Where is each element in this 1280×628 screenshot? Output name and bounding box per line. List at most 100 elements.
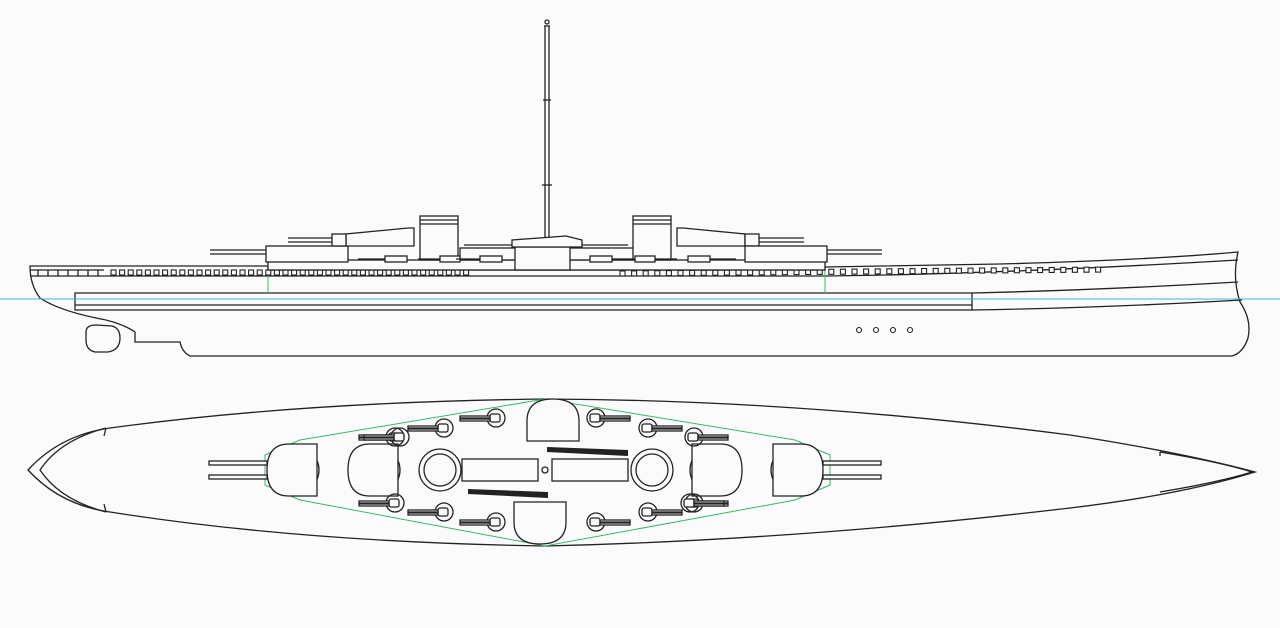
mount-gun [459, 415, 491, 419]
secondary-mount [638, 418, 683, 438]
mount-house [489, 413, 501, 423]
porthole [256, 269, 263, 276]
porthole [897, 268, 904, 275]
main-turret-b [288, 227, 415, 247]
porthole [162, 269, 169, 276]
mount-gun [407, 509, 439, 513]
gun-barrel [822, 474, 882, 480]
porthole [291, 269, 298, 276]
porthole [1083, 266, 1090, 273]
porthole [723, 269, 730, 276]
porthole [136, 269, 143, 276]
porthole [886, 268, 893, 275]
turret-x-plan [689, 443, 743, 497]
mount-gun [407, 425, 439, 429]
porthole [654, 270, 661, 277]
secondary-mounts-plan [358, 408, 729, 532]
top-plan-view [27, 398, 1258, 547]
porthole [351, 269, 358, 276]
turret-a-plan [208, 443, 320, 497]
mount-house [641, 507, 653, 517]
forward-funnel-plan [418, 448, 462, 492]
secondary-mount [586, 408, 631, 428]
secondary-mount [684, 427, 729, 447]
turret-house [691, 443, 743, 497]
porthole [955, 267, 962, 274]
porthole [932, 267, 939, 274]
gun-barrel [208, 460, 268, 466]
porthole [437, 269, 444, 276]
main-turret-x [676, 227, 804, 247]
mount-gun [358, 503, 390, 507]
bridge-house-plan [461, 458, 539, 482]
turret-b-plan [347, 443, 401, 497]
mount-gun [697, 437, 729, 441]
porthole [325, 269, 332, 276]
porthole [463, 269, 470, 276]
porthole [944, 267, 951, 274]
aft-house-plan [551, 458, 629, 482]
porthole [334, 269, 341, 276]
porthole [144, 269, 151, 276]
boat-starboard [547, 447, 628, 456]
mount-house [489, 517, 501, 527]
porthole [308, 269, 315, 276]
wing-turret-port [513, 501, 567, 545]
gun-barrel [822, 460, 882, 466]
porthole [299, 269, 306, 276]
porthole [1013, 267, 1020, 274]
mount-house [388, 498, 400, 508]
porthole [127, 269, 134, 276]
porthole [420, 269, 427, 276]
porthole [700, 269, 707, 276]
porthole [747, 269, 754, 276]
mount-gun [459, 522, 491, 526]
porthole [631, 270, 638, 277]
porthole [411, 269, 418, 276]
mount-house [437, 507, 449, 517]
hull-porthole [906, 326, 914, 334]
hull-plan [27, 398, 1258, 547]
side-elevation-view [0, 19, 1280, 357]
turret-y-plan [770, 443, 882, 497]
centre-secondary-mount [464, 235, 628, 248]
porthole [921, 267, 928, 275]
porthole [1071, 266, 1078, 273]
porthole [1025, 267, 1032, 274]
aft-funnel-plan [630, 448, 674, 492]
porthole [179, 269, 186, 276]
porthole [239, 269, 246, 276]
bow-breakwater [39, 427, 107, 513]
superstructure [267, 246, 826, 271]
upper-portholes [110, 269, 470, 276]
gun-barrel [208, 474, 268, 480]
mount-gun [407, 428, 439, 432]
boat-port [468, 489, 548, 498]
mount-gun [651, 512, 683, 516]
porthole [230, 269, 237, 276]
aft-portholes [619, 266, 1102, 277]
porthole [967, 267, 974, 274]
mount-house [589, 413, 601, 423]
main-turret-y [744, 245, 882, 263]
mount-gun [651, 509, 683, 513]
porthole [368, 269, 375, 276]
porthole [454, 269, 461, 276]
porthole [689, 269, 696, 276]
porthole [187, 269, 194, 276]
secondary-mount [407, 502, 454, 522]
mount-gun [459, 519, 491, 523]
porthole [342, 269, 349, 276]
porthole [839, 268, 846, 275]
porthole [909, 268, 916, 275]
mount-house [437, 423, 449, 433]
porthole [222, 269, 229, 276]
porthole [119, 269, 126, 276]
porthole [196, 269, 203, 276]
porthole [265, 269, 272, 276]
main-turret-a [210, 245, 349, 263]
mount-gun [363, 437, 395, 441]
porthole [677, 269, 684, 277]
porthole [863, 268, 870, 275]
porthole [248, 269, 255, 276]
